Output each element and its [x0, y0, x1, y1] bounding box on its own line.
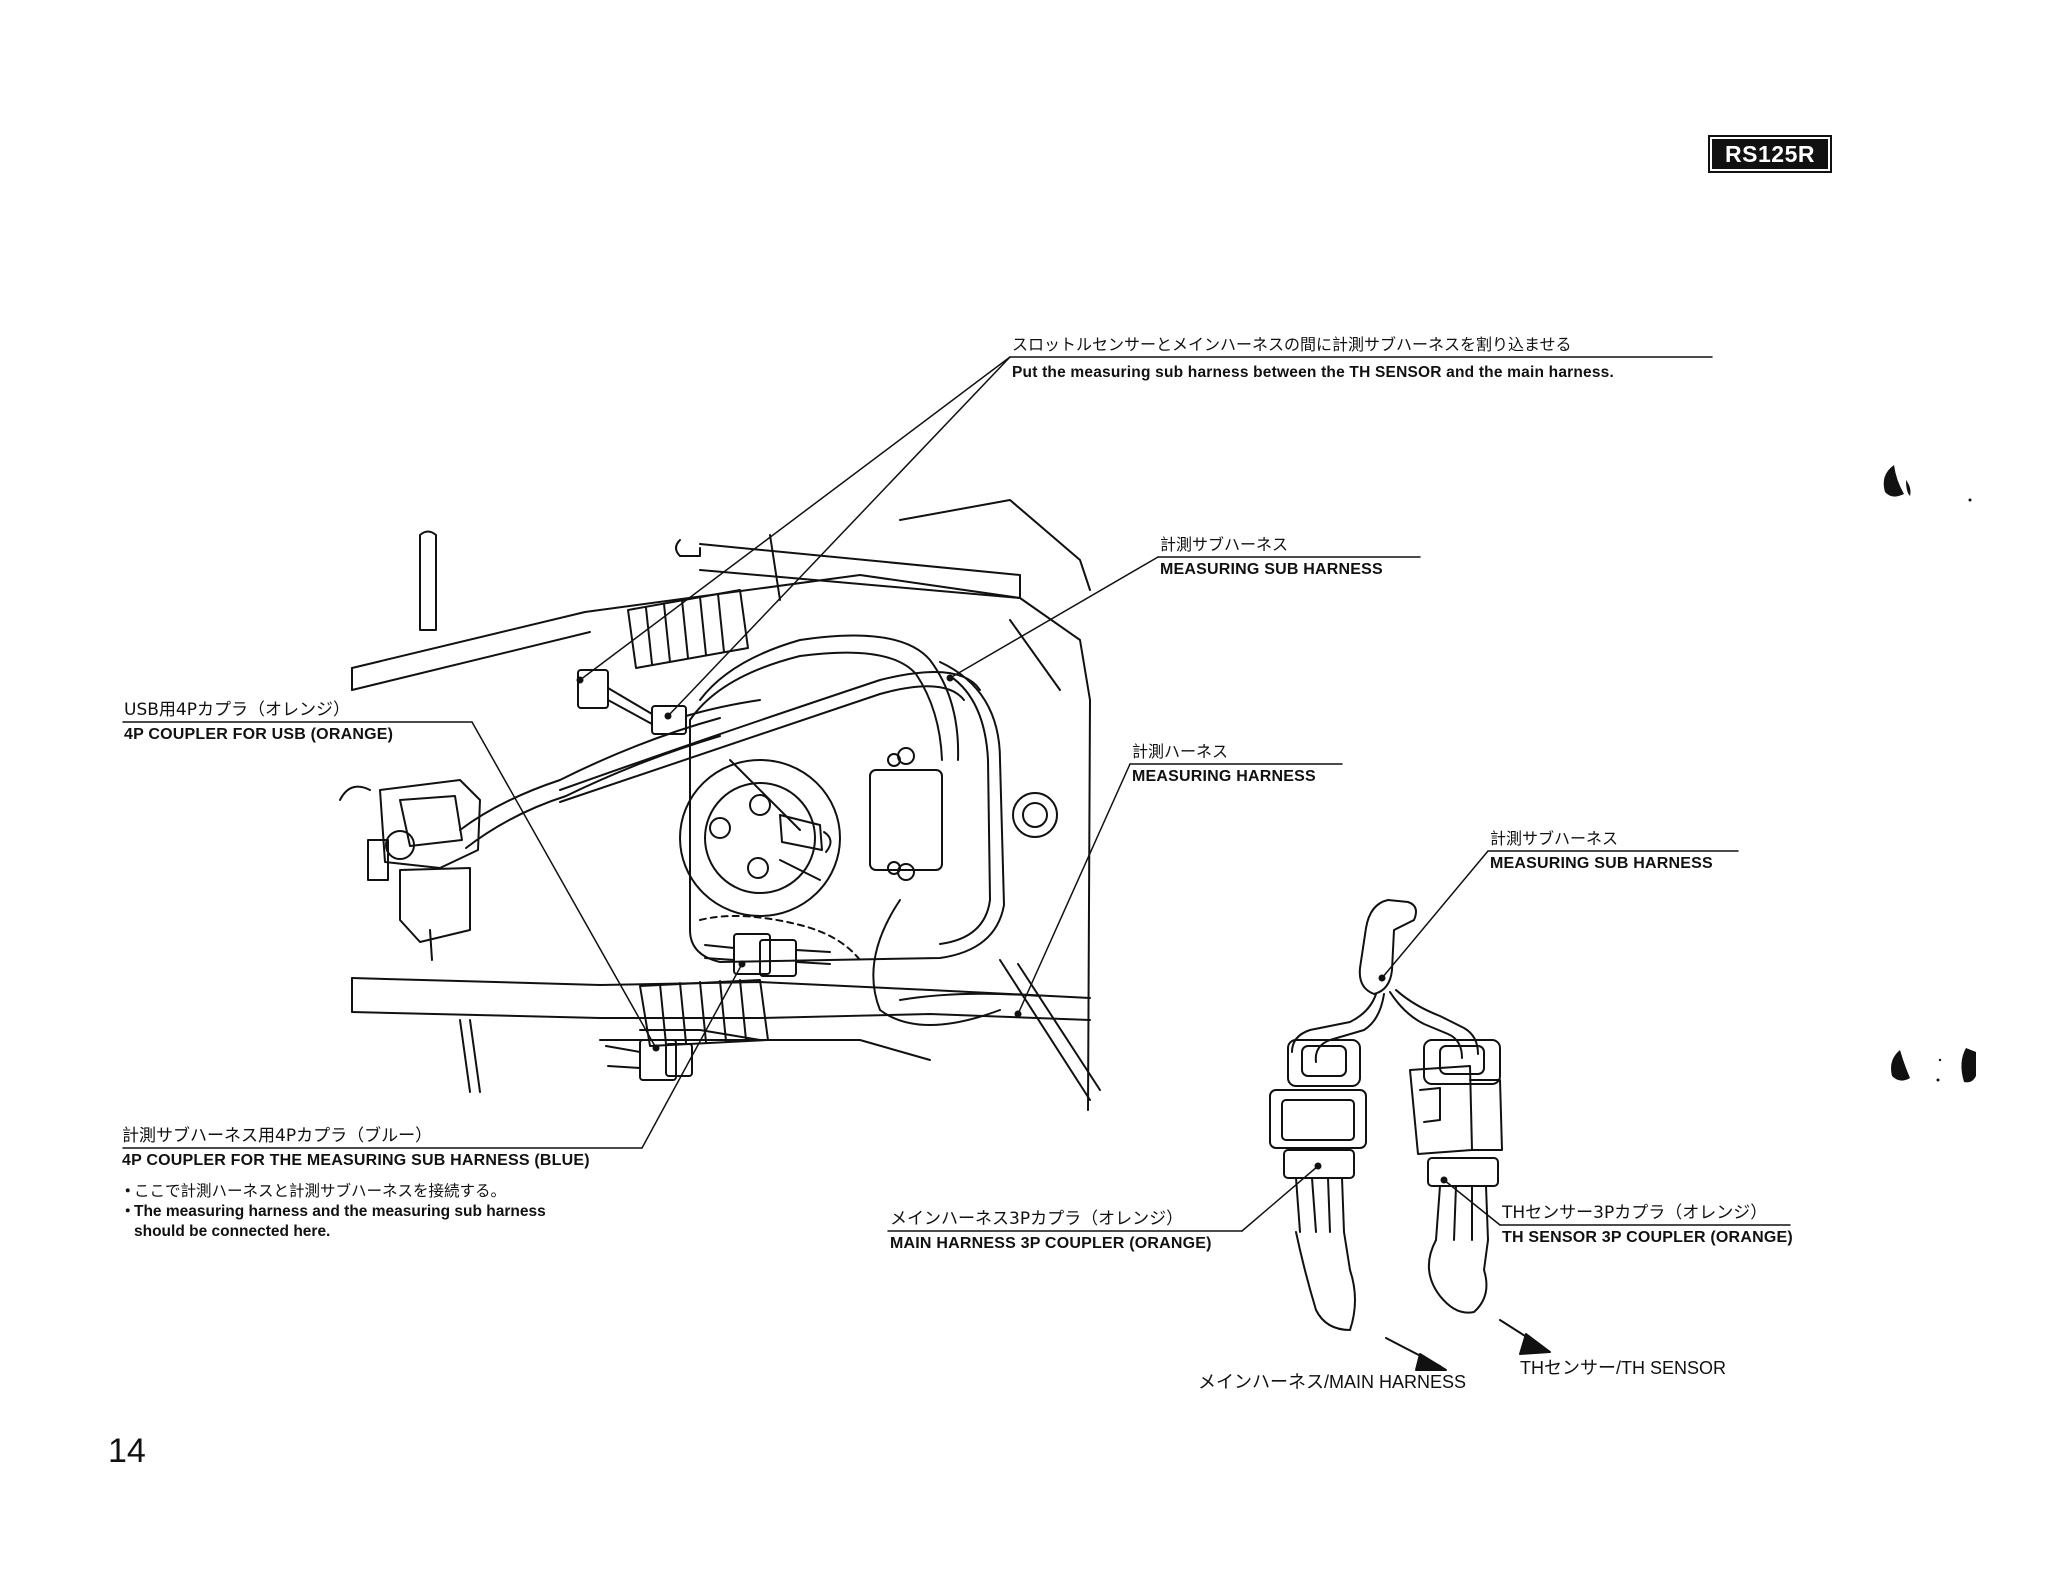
sub-harness-top-en: MEASURING SUB HARNESS [1160, 561, 1383, 578]
throttle-note-jp: スロットルセンサーとメインハーネスの間に計測サブハーネスを割り込ませる [1012, 335, 1572, 354]
note-line-jp: ・ここで計測ハーネスと計測サブハーネスを接続する。 [120, 1182, 507, 1200]
page-number: 14 [108, 1432, 146, 1470]
coupler-detail-illustration [1269, 899, 1551, 1371]
usb-coupler-en: 4P COUPLER FOR USB (ORANGE) [124, 726, 394, 743]
leader-lines [122, 356, 1791, 1232]
model-badge-text: RS125R [1712, 139, 1828, 169]
sub-harness-right-jp: 計測サブハーネス [1490, 829, 1619, 848]
measuring-harness-en: MEASURING HARNESS [1132, 768, 1316, 785]
note-en-text-1: The measuring harness and the measuring … [134, 1203, 546, 1220]
scan-marks [1883, 465, 1976, 1083]
frame-illustration [339, 499, 1101, 1111]
th-3p-coupler-en: TH SENSOR 3P COUPLER (ORANGE) [1502, 1229, 1793, 1246]
sub-harness-top-jp: 計測サブハーネス [1160, 535, 1289, 554]
sub-harness-right-en: MEASURING SUB HARNESS [1490, 855, 1713, 872]
measuring-harness-jp: 計測ハーネス [1132, 742, 1229, 761]
blue-coupler-jp: 計測サブハーネス用4Pカプラ（ブルー） [122, 1126, 433, 1146]
arrow-label-main-harness: メインハーネス/MAIN HARNESS [1198, 1372, 1467, 1392]
th-3p-coupler-jp: THセンサー3Pカプラ（オレンジ） [1502, 1203, 1768, 1223]
note-jp-text: ここで計測ハーネスと計測サブハーネスを接続する。 [134, 1182, 507, 1200]
blue-coupler-en: 4P COUPLER FOR THE MEASURING SUB HARNESS… [122, 1152, 590, 1169]
main-3p-coupler-en: MAIN HARNESS 3P COUPLER (ORANGE) [890, 1235, 1212, 1252]
throttle-note-en: Put the measuring sub harness between th… [1012, 364, 1615, 381]
leader-dots [576, 674, 1448, 1184]
note-en-text-2: should be connected here. [134, 1223, 331, 1240]
connection-note: ・ここで計測ハーネスと計測サブハーネスを接続する。 ・The measuring… [120, 1181, 546, 1242]
model-badge: RS125R [1708, 135, 1832, 173]
note-line-en-2: should be connected here. [120, 1222, 546, 1242]
usb-coupler-jp: USB用4Pカプラ（オレンジ） [124, 700, 350, 720]
arrow-label-th-sensor: THセンサー/TH SENSOR [1520, 1358, 1727, 1378]
note-line-en-1: ・The measuring harness and the measuring… [120, 1203, 546, 1220]
main-3p-coupler-jp: メインハーネス3Pカプラ（オレンジ） [890, 1209, 1184, 1229]
